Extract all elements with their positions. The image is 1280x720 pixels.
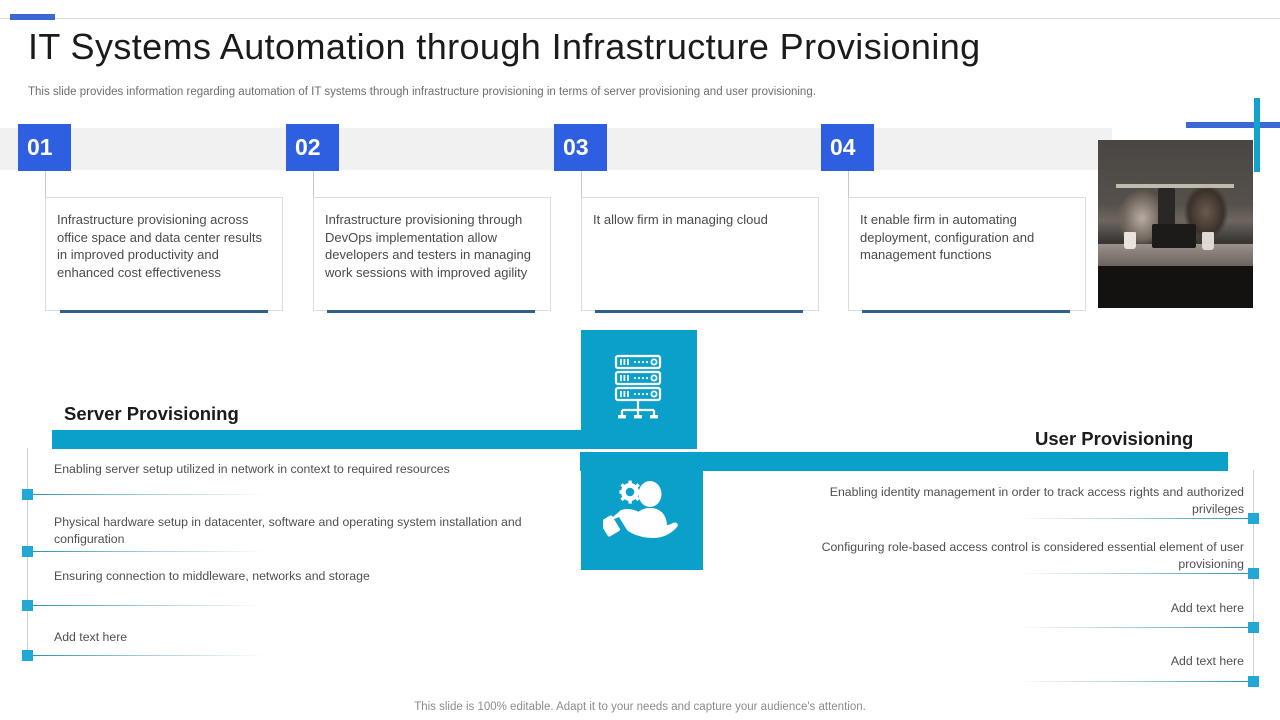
step-stem-02 <box>313 171 314 197</box>
step-stem-04 <box>848 171 849 197</box>
step-card-01[interactable] <box>45 197 283 311</box>
photo-cup-right <box>1202 232 1214 250</box>
page-subtitle: This slide provides information regardin… <box>28 86 816 98</box>
server-item-marker-2[interactable] <box>22 546 33 557</box>
step-number-03: 03 <box>563 134 589 160</box>
step-accent-01 <box>60 310 268 313</box>
server-section-title: Server Provisioning <box>64 403 239 424</box>
photo-laptop <box>1152 224 1196 248</box>
user-item-text-3: Add text here <box>1170 601 1244 615</box>
user-item-marker-1[interactable] <box>1248 513 1259 524</box>
user-icon-box <box>581 452 703 570</box>
server-item-line-2 <box>33 551 265 552</box>
server-item-marker-1[interactable] <box>22 489 33 500</box>
step-accent-04 <box>862 310 1070 313</box>
user-item-line-3 <box>1016 627 1248 628</box>
server-item-text-4: Add text here <box>54 630 128 644</box>
user-item-text-4: Add text here <box>1170 654 1244 668</box>
server-item-line-4 <box>33 655 265 656</box>
step-text-04: It enable firm in automating deployment,… <box>860 212 1035 263</box>
user-section-title: User Provisioning <box>1035 428 1194 449</box>
step-badge-01[interactable]: 01 <box>18 124 71 171</box>
step-text-02: Infrastructure provisioning through DevO… <box>325 212 531 281</box>
step-number-01: 01 <box>27 134 53 160</box>
user-item-text-1: Enabling identity management in order to… <box>829 485 1244 516</box>
step-badge-02[interactable]: 02 <box>286 124 339 171</box>
step-text-01: Infrastructure provisioning across offic… <box>57 212 262 281</box>
user-item-line-4 <box>1016 681 1248 682</box>
server-item-line-3 <box>33 605 265 606</box>
accent-horizontal-bar <box>1186 122 1280 128</box>
photo-foreground-shadow <box>1098 266 1253 308</box>
user-item-marker-2[interactable] <box>1248 568 1259 579</box>
user-item-line-2 <box>1016 573 1248 574</box>
step-number-04: 04 <box>830 134 856 160</box>
server-item-text-2: Physical hardware setup in datacenter, s… <box>54 515 522 546</box>
footer-note: This slide is 100% editable. Adapt it to… <box>414 701 866 713</box>
step-stem-01 <box>45 171 46 197</box>
step-stem-03 <box>581 171 582 197</box>
photo-table <box>1098 244 1253 266</box>
user-item-line-1 <box>1016 518 1248 519</box>
server-item-marker-4[interactable] <box>22 650 33 661</box>
photo-light-strip <box>1116 184 1234 188</box>
step-card-03[interactable] <box>581 197 819 311</box>
step-badge-03[interactable]: 03 <box>554 124 607 171</box>
step-text-03: It allow firm in managing cloud <box>593 212 768 227</box>
photo-coffee-machine <box>1158 188 1175 228</box>
server-icon-box <box>581 330 697 447</box>
server-item-line-1 <box>33 494 265 495</box>
step-number-02: 02 <box>295 134 321 160</box>
page-title: IT Systems Automation through Infrastruc… <box>28 26 981 67</box>
photo-cup-left <box>1124 232 1136 249</box>
accent-vertical-bar <box>1254 98 1260 172</box>
office-photo <box>1098 140 1253 308</box>
server-item-marker-3[interactable] <box>22 600 33 611</box>
user-item-text-2: Configuring role-based access control is… <box>821 540 1244 571</box>
server-rack-icon <box>614 354 662 419</box>
step-accent-02 <box>327 310 535 313</box>
header-divider <box>0 18 1280 19</box>
server-title-bar <box>52 430 697 449</box>
user-item-marker-3[interactable] <box>1248 622 1259 633</box>
step-accent-03 <box>595 310 803 313</box>
server-item-text-3: Ensuring connection to middleware, netwo… <box>54 569 370 583</box>
step-badge-04[interactable]: 04 <box>821 124 874 171</box>
user-item-marker-4[interactable] <box>1248 676 1259 687</box>
header-accent-bar <box>10 14 55 20</box>
user-in-hand-gear-icon <box>603 480 678 538</box>
step-card-02[interactable] <box>313 197 551 311</box>
server-item-text-1: Enabling server setup utilized in networ… <box>54 462 450 476</box>
user-title-bar <box>580 452 1228 471</box>
